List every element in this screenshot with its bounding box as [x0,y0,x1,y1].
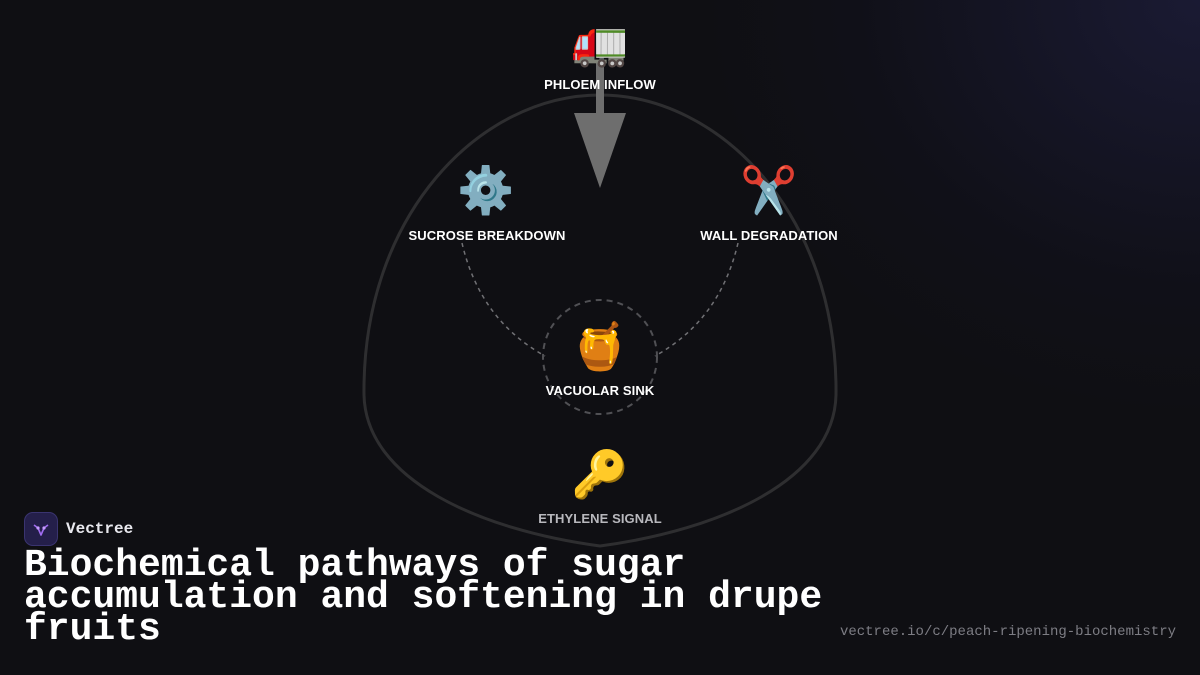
brand: Vectree [24,512,133,546]
wall-to-vacuole-link [654,242,739,357]
sucrose-to-vacuole-link [461,242,546,357]
brand-name: Vectree [66,520,134,538]
gear-icon: ⚙️ [457,163,515,217]
vectree-logo-icon [24,512,58,546]
vacuolar-sink-label: VACUOLAR SINK [545,383,655,398]
page-title: Biochemical pathways of sugar accumulati… [24,544,823,651]
fruit-outline [362,93,838,548]
ethylene-signal-label: ETHYLENE SIGNAL [538,511,662,526]
source-url: vectree.io/c/peach-ripening-biochemistry [839,624,1176,640]
vacuole-boundary [542,299,658,415]
wall-degradation-label: WALL DEGRADATION [700,228,838,243]
sucrose-breakdown-label: SUCROSE BREAKDOWN [408,228,566,243]
phloem-arrow-head [574,113,626,188]
honey-pot-icon: 🍯 [571,319,629,373]
scissors-icon: ✂️ [740,163,798,217]
phloem-inflow-label: PHLOEM INFLOW [544,77,656,92]
truck-icon: 🚛 [571,15,629,69]
key-icon: 🔑 [571,447,629,501]
